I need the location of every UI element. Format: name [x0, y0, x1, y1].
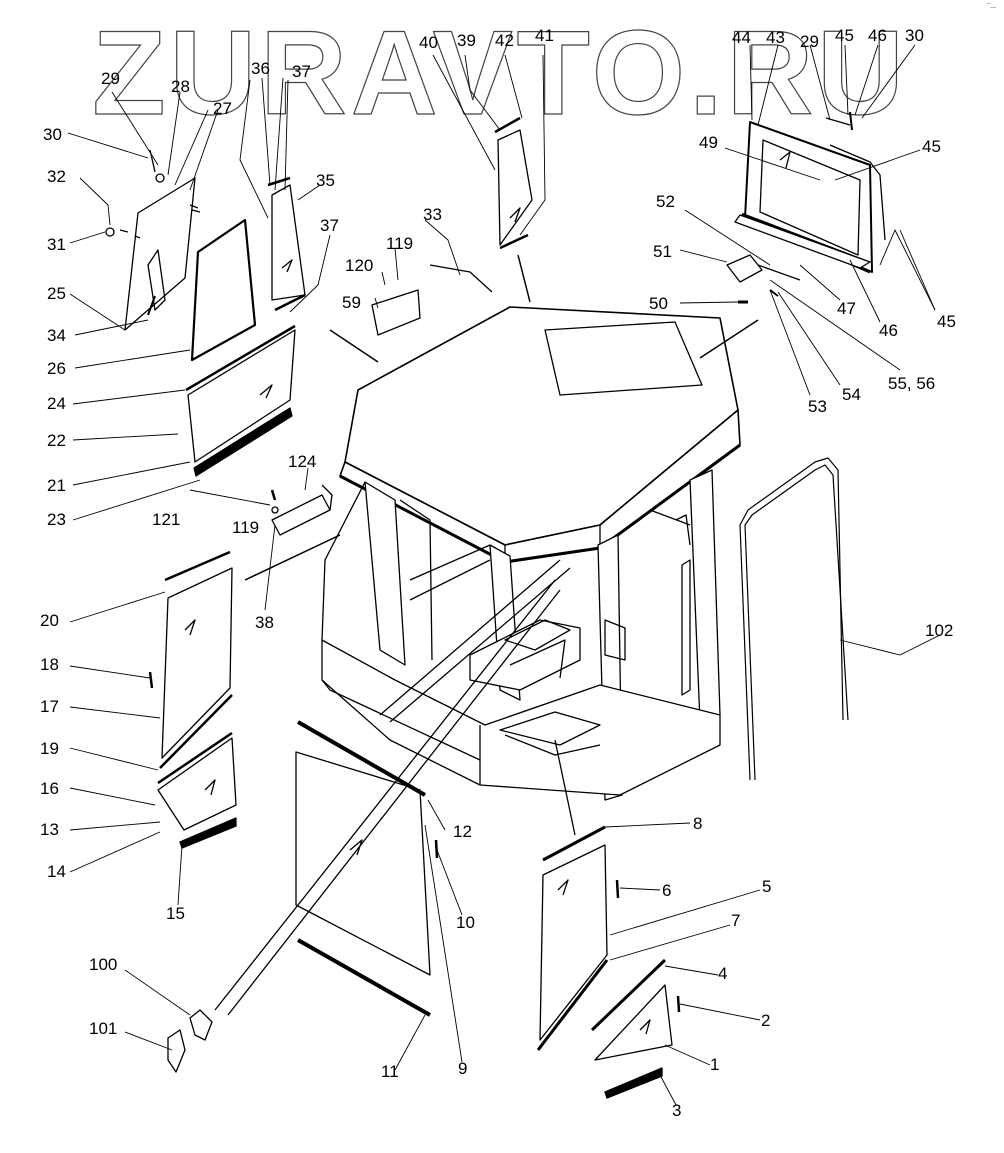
callout-3: 3: [672, 1101, 682, 1120]
callout-17: 17: [40, 697, 59, 716]
callout-5: 5: [762, 877, 772, 896]
callout-55-56: 55, 56: [888, 374, 936, 393]
callout-30b: 30: [905, 26, 924, 45]
callout-100: 100: [89, 955, 118, 974]
callout-11: 11: [381, 1062, 399, 1081]
callout-101: 101: [89, 1019, 118, 1038]
callout-37b: 37: [320, 216, 339, 235]
callout-46b: 46: [879, 321, 898, 340]
callout-33: 33: [423, 205, 442, 224]
callout-119b: 119: [232, 518, 260, 537]
callout-46: 46: [868, 26, 887, 45]
callout-54: 54: [842, 385, 861, 404]
callout-43: 43: [766, 28, 785, 47]
callout-121: 121: [152, 510, 181, 529]
callout-52: 52: [656, 192, 675, 211]
callout-45b: 45: [922, 137, 941, 156]
callout-28: 28: [171, 77, 190, 96]
callout-22: 22: [47, 431, 66, 450]
callout-25: 25: [47, 284, 66, 303]
callout-45: 45: [835, 26, 854, 45]
callout-4: 4: [718, 964, 728, 983]
callout-32: 32: [47, 167, 66, 186]
door-assembly: [167, 559, 571, 1073]
callout-35: 35: [316, 171, 335, 190]
callout-13: 13: [40, 820, 59, 839]
callout-20: 20: [40, 611, 59, 630]
callout-6: 6: [662, 881, 672, 900]
callout-29: 29: [101, 69, 120, 88]
watermark: ZURAVTO.RU: [92, 6, 908, 140]
callout-30: 30: [43, 125, 62, 144]
callout-27: 27: [213, 99, 232, 118]
callout-45c: 45: [937, 312, 956, 331]
callout-7: 7: [731, 911, 741, 930]
callout-39: 39: [457, 31, 476, 50]
callout-119: 119: [386, 234, 414, 253]
corner-mark: ˜–: [987, 2, 996, 13]
upper-center-parts: [244, 116, 533, 581]
callout-41: 41: [535, 26, 554, 45]
callout-8: 8: [693, 814, 703, 833]
callout-50: 50: [649, 294, 668, 313]
cab-body: [321, 306, 741, 801]
roof-window-assembly: [699, 111, 886, 359]
callout-47: 47: [837, 299, 856, 318]
callout-15: 15: [166, 904, 185, 923]
callout-29b: 29: [800, 32, 819, 51]
callout-44: 44: [732, 28, 751, 47]
callout-124: 124: [288, 452, 317, 471]
callout-38: 38: [255, 613, 274, 632]
callout-12: 12: [453, 822, 472, 841]
callout-34: 34: [47, 326, 66, 345]
callout-36: 36: [251, 59, 270, 78]
callout-10: 10: [456, 913, 475, 932]
callout-2: 2: [761, 1011, 771, 1030]
callout-16: 16: [40, 779, 59, 798]
callout-59: 59: [342, 293, 361, 312]
callout-49: 49: [699, 133, 718, 152]
callout-51: 51: [653, 242, 672, 261]
callout-120: 120: [345, 256, 374, 275]
callout-19: 19: [40, 739, 59, 758]
callout-53: 53: [808, 397, 827, 416]
callout-18: 18: [40, 655, 59, 674]
left-rear-window-assembly: [105, 149, 306, 477]
callout-40: 40: [419, 33, 438, 52]
leader-lines: [67, 44, 941, 1106]
callout-102: 102: [925, 621, 954, 640]
callout-26: 26: [47, 359, 66, 378]
door-seal-102: [739, 457, 849, 781]
callout-23: 23: [47, 510, 66, 529]
callout-9: 9: [458, 1059, 468, 1078]
front-window-assembly: [536, 739, 681, 1099]
callout-31: 31: [47, 235, 66, 254]
callout-14: 14: [47, 862, 66, 881]
callout-1: 1: [710, 1055, 720, 1074]
callout-42: 42: [495, 31, 514, 50]
left-side-window-assembly: [148, 550, 237, 849]
callout-37: 37: [292, 62, 311, 81]
callout-24: 24: [47, 394, 66, 413]
callout-21: 21: [47, 476, 66, 495]
